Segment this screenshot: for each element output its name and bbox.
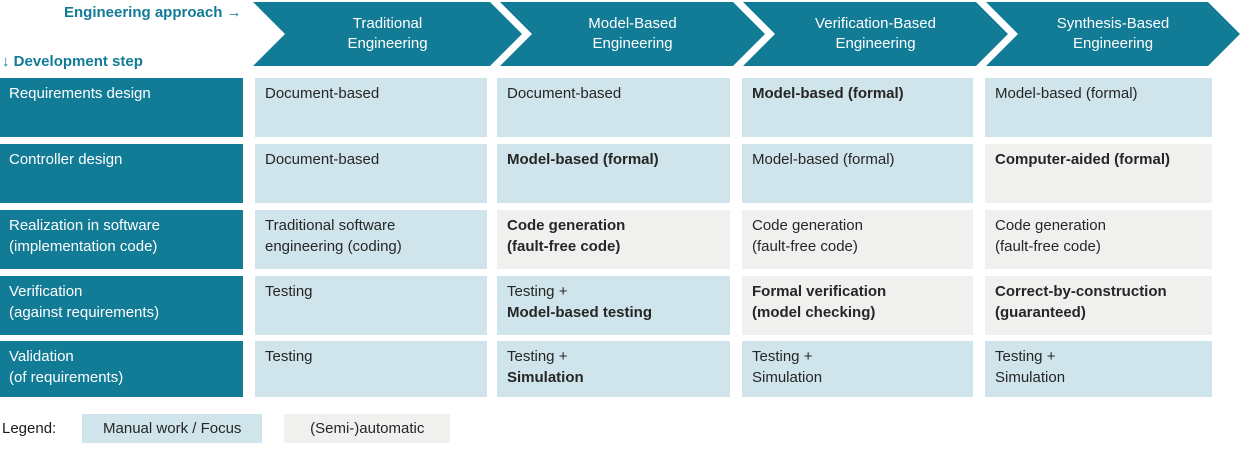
matrix-cell: Model-based (formal): [985, 78, 1212, 137]
matrix-cell: Testing + Simulation: [742, 341, 973, 397]
row-header-verification: Verification (against requirements): [0, 276, 243, 335]
approach-chevron-label: Verification-Based: [815, 15, 936, 32]
matrix-cell-text: Testing +: [995, 348, 1056, 365]
matrix-cell-text: engineering (coding): [265, 238, 402, 255]
matrix-cell-text: (fault-free code): [752, 238, 858, 255]
approach-chevron-label: Engineering: [347, 35, 428, 52]
matrix-cell-text: Testing +: [507, 283, 568, 300]
matrix-cell-text: Computer-aided (formal): [995, 151, 1171, 168]
matrix-cell: Testing + Simulation: [985, 341, 1212, 397]
approach-chevron-label: Model-Based: [588, 15, 677, 32]
legend-swatch-auto: (Semi-)automatic: [284, 414, 451, 443]
matrix-cell: Correct-by-construction (guaranteed): [985, 276, 1212, 335]
matrix-cell: Model-based (formal): [742, 144, 973, 203]
matrix-cell-text: Model-based (formal): [752, 151, 895, 168]
approach-chevron-label: Engineering: [1072, 35, 1154, 52]
row-header-controller-design: Controller design: [0, 144, 243, 203]
approach-chevron-label: Synthesis-Based: [1056, 15, 1170, 32]
matrix-cell-text: Model-based (formal): [752, 85, 904, 102]
matrix-cell: Testing: [255, 276, 487, 335]
matrix-cell-text: Document-based: [265, 85, 380, 102]
matrix-cell-text: Testing: [265, 348, 313, 365]
engineering-approach-axis-label: Engineering approach →: [64, 4, 242, 21]
row-header-realization-in-software: Realization in software (implementation c…: [0, 210, 243, 269]
approach-chevron-label: Traditional: [352, 15, 423, 32]
matrix-cell-text: Code generation: [507, 217, 626, 234]
row-header-label: Requirements design: [9, 85, 151, 102]
row-header-label: Realization in software: [9, 217, 160, 234]
legend: Legend: Manual work / Focus (Semi-)automa…: [2, 414, 451, 443]
matrix-cell: Document-based: [497, 78, 730, 137]
matrix-cell: Code generation (fault-free code): [497, 210, 730, 269]
matrix-cell-text: Correct-by-construction: [995, 283, 1167, 300]
matrix-cell-text: Document-based: [507, 85, 622, 102]
matrix-cell: Testing + Model-based testing: [497, 276, 730, 335]
matrix-cell-text: (model checking): [752, 304, 876, 321]
approach-chevron-label: Engineering: [835, 35, 916, 52]
matrix-cell-text: Testing +: [752, 348, 813, 365]
row-header-label: Verification: [9, 283, 83, 300]
legend-label: Legend:: [2, 420, 57, 437]
matrix-cell-text: Document-based: [265, 151, 380, 168]
matrix-cell-text: Testing +: [507, 348, 568, 365]
row-header-requirements-design: Requirements design: [0, 78, 243, 137]
matrix-cell: Document-based: [255, 78, 487, 137]
matrix-cell: Model-based (formal): [742, 78, 973, 137]
legend-swatch-manual: Manual work / Focus: [82, 414, 263, 443]
matrix-cell-text: Simulation: [507, 369, 584, 386]
development-step-axis-label: ↓ Development step: [2, 53, 143, 70]
matrix-cell: Code generation (fault-free code): [742, 210, 973, 269]
matrix-cell-text: Model-based (formal): [995, 85, 1138, 102]
approach-chevron-label: Engineering: [592, 35, 673, 52]
matrix-cell-text: Code generation: [752, 217, 863, 234]
matrix-cell: Formal verification (model checking): [742, 276, 973, 335]
matrix-cell-text: Model-based (formal): [507, 151, 659, 168]
matrix-cell: Document-based: [255, 144, 487, 203]
matrix-cell-text: Model-based testing: [507, 304, 653, 321]
matrix-cell: Model-based (formal): [497, 144, 730, 203]
matrix-cell-text: (fault-free code): [507, 238, 621, 255]
matrix-cell-text: Simulation: [995, 369, 1066, 386]
row-header-label: (implementation code): [9, 238, 158, 255]
row-header-validation: Validation (of requirements): [0, 341, 243, 397]
matrix-cell-text: Testing: [265, 283, 313, 300]
matrix-cell: Testing: [255, 341, 487, 397]
matrix-cell-text: (fault-free code): [995, 238, 1101, 255]
row-header-label: (of requirements): [9, 369, 124, 386]
row-header-label: Validation: [9, 348, 74, 365]
row-header-label: (against requirements): [9, 304, 160, 321]
matrix-cell: Computer-aided (formal): [985, 144, 1212, 203]
matrix-cell-text: Traditional software: [265, 217, 396, 234]
matrix-cell-text: Simulation: [752, 369, 823, 386]
matrix-cell: Traditional software engineering (coding): [255, 210, 487, 269]
matrix-cell-text: Formal verification: [752, 283, 887, 300]
row-header-label: Controller design: [9, 151, 123, 168]
matrix-cell-text: (guaranteed): [995, 304, 1086, 321]
matrix-cell: Testing + Simulation: [497, 341, 730, 397]
matrix-cell-text: Code generation: [995, 217, 1106, 234]
matrix-cell: Code generation (fault-free code): [985, 210, 1212, 269]
